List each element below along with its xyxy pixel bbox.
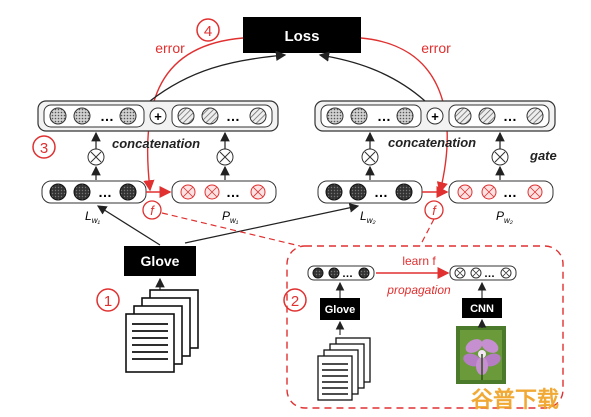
ellipsis: …	[342, 268, 353, 280]
small-document-stack-icon	[317, 337, 371, 401]
learn-f-label: learn f	[402, 254, 436, 268]
cnn-box: CNN	[462, 298, 502, 318]
svg-text:+: +	[431, 109, 439, 124]
ellipsis: …	[226, 184, 240, 200]
ellipsis: …	[374, 184, 388, 200]
gate-multiply-4	[491, 148, 509, 166]
loss-label: Loss	[284, 28, 319, 45]
document-stack-icon	[125, 289, 199, 373]
error-arrow-right	[360, 37, 448, 194]
ellipsis: …	[100, 108, 114, 124]
concat-label-right: concatenation	[388, 135, 476, 150]
propagation-label: propagation	[386, 283, 451, 297]
step-4-number: 4	[204, 23, 212, 40]
gate-multiply-2	[216, 148, 234, 166]
gate-multiply-1	[87, 148, 105, 166]
inset-glove-vector: …	[307, 265, 375, 281]
step-1-marker: 1	[96, 288, 120, 312]
step-2-number: 2	[291, 293, 299, 310]
ellipsis: …	[503, 108, 517, 124]
inset-cnn-vector: …	[449, 265, 517, 281]
error-label-left: error	[155, 40, 185, 56]
ellipsis: …	[503, 184, 517, 200]
ellipsis: …	[98, 184, 112, 200]
gate-label: gate	[529, 148, 557, 163]
step-3-number: 3	[40, 140, 48, 157]
step-3-marker: 3	[32, 135, 56, 159]
flower-image	[456, 326, 506, 384]
concat-label-left: concatenation	[112, 136, 200, 151]
lw1-vector: …	[41, 180, 147, 204]
concat-to-loss-arrow-left	[149, 50, 287, 102]
pw1-label: Pw₁	[222, 209, 239, 225]
glove-box-main: Glove	[124, 246, 196, 276]
step-4-marker: 4	[196, 18, 220, 42]
lw2-vector: …	[317, 180, 423, 204]
f-label-right: f	[432, 203, 437, 218]
ellipsis: …	[377, 108, 391, 124]
concat-box-left: … + …	[37, 100, 279, 132]
watermark-logo: 谷普下载	[471, 387, 559, 412]
cnn-label: CNN	[470, 303, 494, 315]
glove-box-small: Glove	[320, 298, 360, 320]
concat-box-right: … + …	[314, 100, 556, 132]
step-2-marker: 2	[283, 288, 307, 312]
error-arrow-left	[143, 37, 244, 192]
ellipsis: …	[484, 268, 495, 280]
error-label-right: error	[421, 40, 451, 56]
pw1-vector: …	[171, 180, 277, 204]
f-function-right: f	[424, 200, 444, 220]
svg-text:+: +	[154, 109, 162, 124]
lw2-label: Lw₂	[360, 209, 376, 225]
pw2-vector: …	[448, 180, 554, 204]
f-label-left: f	[150, 203, 155, 218]
pw2-label: Pw₂	[496, 209, 513, 225]
concat-to-loss-arrow-right	[318, 51, 426, 102]
lw1-label: Lw₁	[85, 209, 100, 225]
inset-panel	[286, 245, 564, 409]
gate-multiply-3	[361, 148, 379, 166]
glove-label-main: Glove	[141, 253, 180, 269]
glove-label-small: Glove	[325, 304, 356, 316]
step-1-number: 1	[104, 293, 112, 310]
f-function-left: f	[142, 200, 162, 220]
loss-box: Loss	[243, 17, 361, 53]
ellipsis: …	[226, 108, 240, 124]
